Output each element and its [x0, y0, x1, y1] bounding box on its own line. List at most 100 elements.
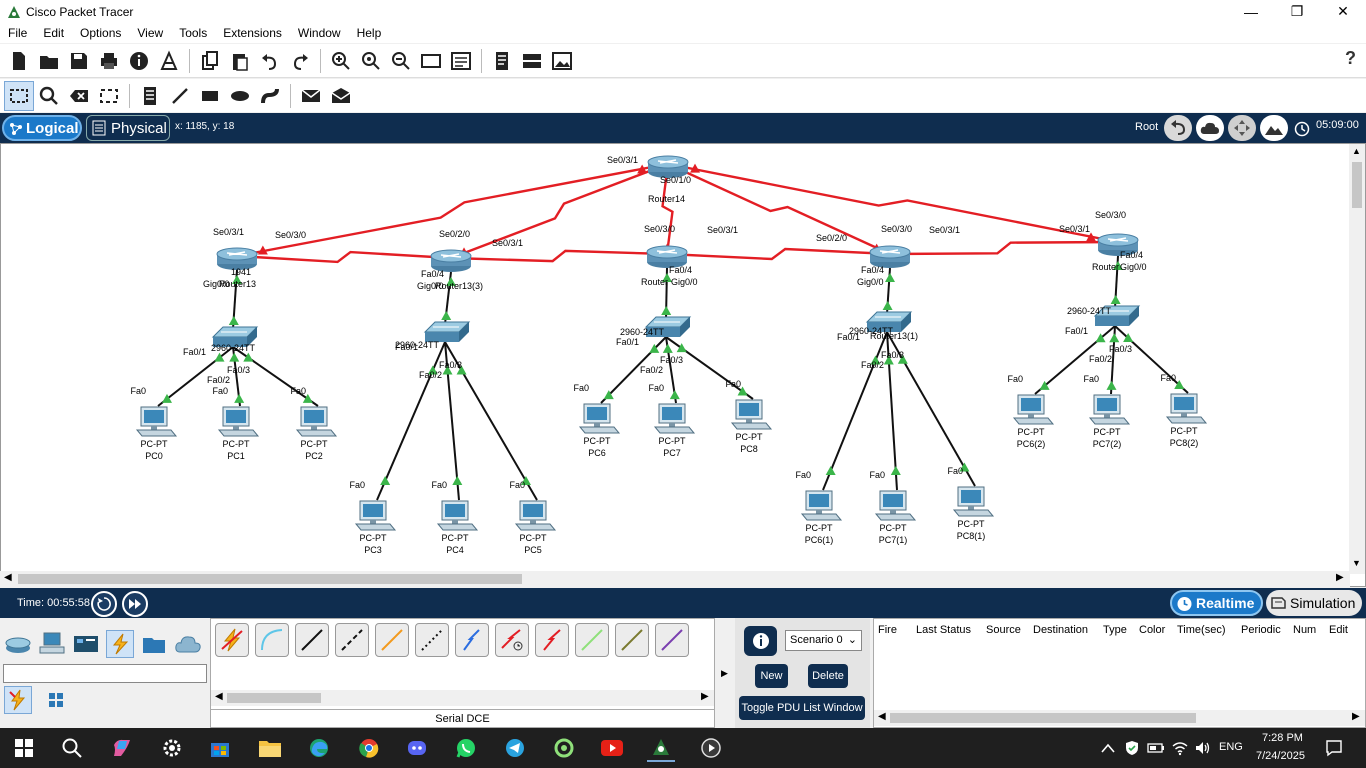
collapse-panel-icon[interactable]: ▶ [721, 668, 728, 678]
canvas-horizontal-scrollbar[interactable]: ◀ ▶ [0, 571, 1350, 587]
device-template-icon[interactable] [517, 46, 547, 76]
redo-icon[interactable] [285, 46, 315, 76]
access-cable[interactable] [376, 341, 446, 501]
paste-icon[interactable] [225, 46, 255, 76]
pc-PC4[interactable] [437, 500, 478, 531]
serial-link[interactable] [667, 162, 891, 256]
inspect-tool-icon[interactable] [34, 81, 64, 111]
toggle-pdu-list-button[interactable]: Toggle PDU List Window [739, 696, 865, 720]
scenario-info-icon[interactable] [744, 626, 777, 656]
zoom-out-icon[interactable] [386, 46, 416, 76]
serial-link[interactable] [450, 249, 668, 263]
app-ring-icon[interactable] [550, 734, 578, 762]
info-icon[interactable] [124, 46, 154, 76]
serial-dce-icon[interactable] [495, 623, 529, 657]
custom-device-icon[interactable] [446, 46, 476, 76]
discord-icon[interactable] [403, 734, 431, 762]
simulation-mode-button[interactable]: Simulation [1266, 590, 1362, 616]
miscellaneous-icon[interactable] [140, 630, 168, 658]
open-folder-icon[interactable] [34, 46, 64, 76]
copper-straight-through-icon[interactable] [295, 623, 329, 657]
pc-PC6[interactable] [579, 403, 620, 434]
add-complex-pdu-icon[interactable] [326, 81, 356, 111]
access-cable[interactable] [232, 346, 319, 407]
whatsapp-icon[interactable] [452, 734, 480, 762]
telegram-icon[interactable] [501, 734, 529, 762]
scroll-right-icon[interactable]: ▶ [1336, 572, 1344, 583]
copper-cross-over-icon[interactable] [335, 623, 369, 657]
octal-cable-icon[interactable] [575, 623, 609, 657]
search-icon[interactable] [58, 734, 86, 762]
serial-link[interactable] [236, 162, 669, 258]
pc-PC6(1)[interactable] [801, 490, 842, 521]
scroll-right-icon[interactable]: ▶ [1352, 711, 1360, 722]
connections-subtype-icon[interactable] [4, 686, 32, 714]
serial-link[interactable] [667, 162, 1119, 244]
file-explorer-icon[interactable] [256, 734, 284, 762]
back-icon[interactable] [1164, 115, 1192, 141]
zoom-reset-icon[interactable] [356, 46, 386, 76]
print-icon[interactable] [94, 46, 124, 76]
menu-options[interactable]: Options [80, 26, 122, 40]
network-devices-icon[interactable] [4, 630, 32, 658]
connection-scroll-thumb[interactable] [227, 693, 321, 703]
maximize-button[interactable]: ❐ [1290, 3, 1304, 19]
menu-view[interactable]: View [137, 26, 164, 40]
new-file-icon[interactable] [4, 46, 34, 76]
delete-tool-icon[interactable] [64, 81, 94, 111]
save-icon[interactable] [64, 46, 94, 76]
scroll-down-icon[interactable]: ▼ [1352, 558, 1361, 568]
pdu-table-scrollbar[interactable]: ◀ ▶ [874, 710, 1365, 726]
close-button[interactable]: ✕ [1337, 3, 1349, 19]
taskbar-clock-date[interactable]: 7/24/2025 [1256, 750, 1305, 762]
drawing-palette-icon[interactable] [416, 46, 446, 76]
vertical-scroll-thumb[interactable] [1352, 162, 1362, 208]
horizontal-scroll-thumb[interactable] [18, 574, 522, 584]
notification-icon[interactable] [1320, 734, 1348, 762]
pc-PC8(1)[interactable] [953, 486, 994, 517]
delete-scenario-button[interactable]: Delete [808, 664, 848, 688]
pc-PC7(2)[interactable] [1089, 394, 1130, 425]
new-scenario-button[interactable]: New [755, 664, 788, 688]
pc-PC2[interactable] [296, 406, 337, 437]
pc-PC5[interactable] [515, 500, 556, 531]
pc-PC7[interactable] [654, 403, 695, 434]
media-player-icon[interactable] [697, 734, 725, 762]
menu-window[interactable]: Window [297, 26, 341, 40]
pc-PC8[interactable] [731, 399, 772, 430]
chrome-browser-icon[interactable] [355, 734, 383, 762]
connection-list-scrollbar[interactable]: ◀ ▶ [211, 690, 714, 706]
access-cable[interactable] [665, 336, 754, 400]
grid-view-icon[interactable] [42, 686, 70, 714]
pc-PC3[interactable] [355, 500, 396, 531]
serial-link[interactable] [666, 247, 891, 261]
minimize-button[interactable]: — [1244, 3, 1258, 20]
multiuser-cloud-icon[interactable] [174, 630, 202, 658]
serial-link[interactable] [661, 163, 674, 255]
menu-extensions[interactable]: Extensions [223, 26, 282, 40]
microsoft-store-icon[interactable] [206, 734, 234, 762]
connections-icon[interactable] [106, 630, 134, 658]
volume-icon[interactable] [1189, 734, 1217, 762]
realtime-mode-button[interactable]: Realtime [1170, 590, 1263, 616]
scroll-left-icon[interactable]: ◀ [878, 711, 886, 722]
notes-icon[interactable] [487, 46, 517, 76]
canvas-vertical-scrollbar[interactable]: ▲ ▼ [1349, 144, 1365, 574]
menu-tools[interactable]: Tools [179, 26, 208, 40]
draw-ellipse-icon[interactable] [225, 81, 255, 111]
place-note-icon[interactable] [135, 81, 165, 111]
select-tool-icon[interactable] [4, 80, 34, 111]
freeform-icon[interactable] [255, 81, 285, 111]
draw-rectangle-icon[interactable] [195, 81, 225, 111]
edge-browser-icon[interactable] [305, 734, 333, 762]
end-devices-icon[interactable] [38, 630, 66, 658]
device-search-input[interactable] [3, 664, 207, 683]
serial-dte-icon[interactable] [535, 623, 569, 657]
zoom-in-icon[interactable] [326, 46, 356, 76]
usb-cable-icon[interactable] [655, 623, 689, 657]
input-language[interactable]: ENG [1219, 741, 1243, 753]
menu-file[interactable]: File [8, 26, 28, 40]
chevron-up-icon[interactable] [1094, 734, 1122, 762]
